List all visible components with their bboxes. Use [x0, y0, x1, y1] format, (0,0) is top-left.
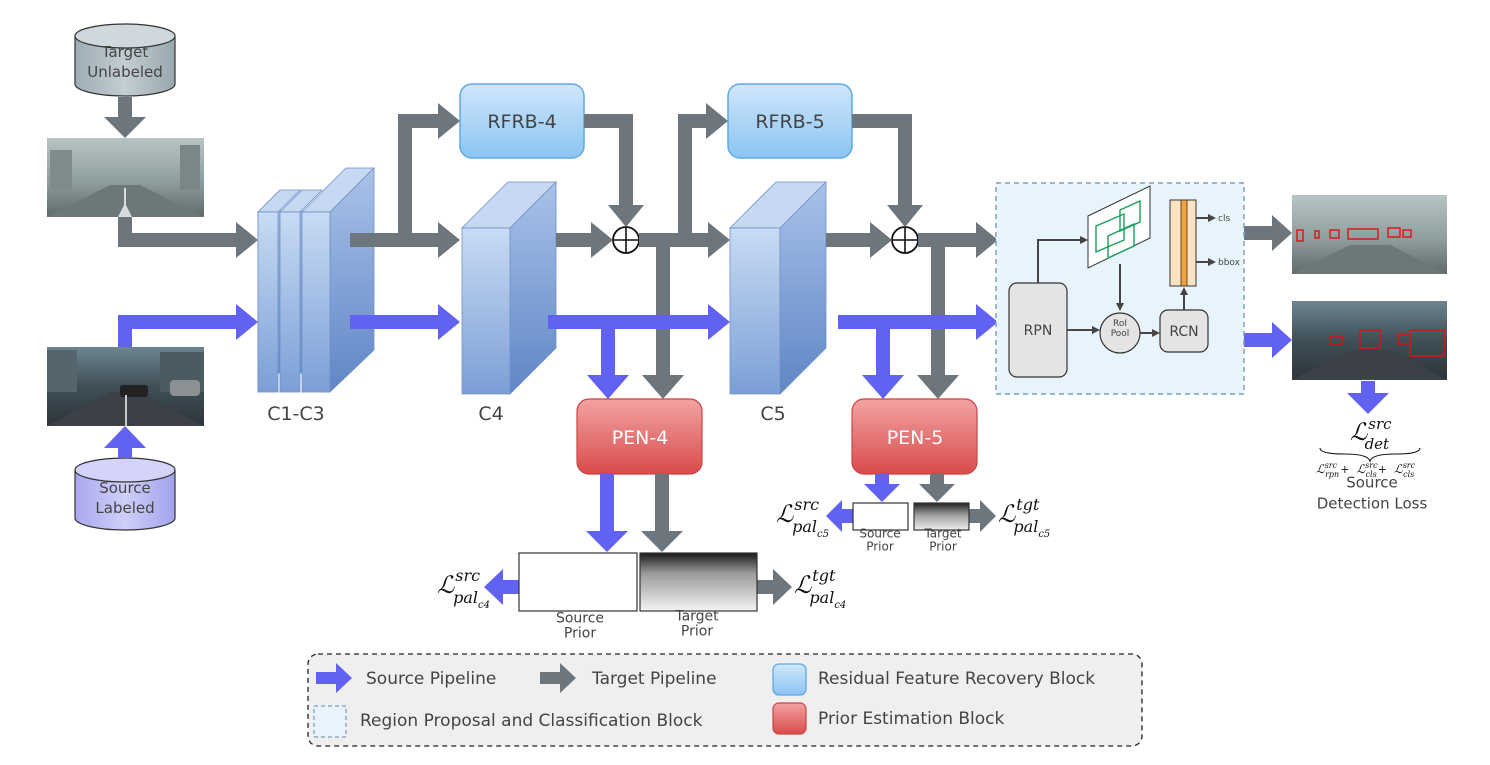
legend-rfrb-label: Residual Feature Recovery Block: [818, 669, 1095, 689]
c5-block: C5: [729, 181, 827, 425]
legend-prior-label: Prior Estimation Block: [818, 709, 1005, 729]
rfrb-5-label: RFRB-5: [755, 111, 824, 133]
feature-map: [1087, 185, 1151, 269]
rfrb-4-label: RFRB-4: [487, 111, 556, 133]
c5-label: C5: [760, 403, 785, 425]
pen-5-label: PEN-5: [887, 427, 944, 449]
cls-label: cls: [1218, 214, 1230, 224]
c4-label: C4: [478, 403, 503, 425]
source-input-image: [47, 347, 204, 426]
source-output-image: [1292, 301, 1447, 380]
legend-target-label: Target Pipeline: [591, 669, 717, 689]
sum-node-4: [612, 226, 640, 254]
source-pipeline-arrows: [104, 304, 1389, 605]
pen-5-block: PEN-5: [851, 398, 978, 475]
target-input-image: [47, 138, 204, 217]
c1-c3-label: C1-C3: [267, 403, 325, 425]
legend-source-arrow-icon: [316, 663, 352, 693]
bbox-label: bbox: [1218, 258, 1241, 268]
legend-rpc-label: Region Proposal and Classification Block: [360, 711, 703, 731]
legend-source-label: Source Pipeline: [366, 669, 496, 689]
pen-4-label: PEN-4: [612, 427, 669, 449]
legend-rfrb-swatch-icon: [772, 663, 807, 696]
pen-4-block: PEN-4: [576, 398, 703, 475]
rfrb-5-block: RFRB-5: [727, 83, 853, 159]
fc-layers: [1169, 199, 1197, 287]
rpn-label: RPN: [1024, 323, 1053, 339]
target-output-image: [1292, 195, 1447, 274]
sum-node-5: [891, 226, 919, 254]
c1-c3-block: C1-C3: [257, 167, 375, 425]
rcn-label: RCN: [1169, 324, 1198, 340]
c4-block: C4: [461, 181, 557, 425]
legend-target-arrow-icon: [540, 663, 576, 693]
legend-prior-swatch-icon: [772, 702, 807, 735]
legend-rpc-swatch-icon: [313, 705, 347, 738]
legend: Source Pipeline Target Pipeline Residual…: [307, 653, 1143, 747]
rfrb-4-block: RFRB-4: [459, 83, 585, 159]
